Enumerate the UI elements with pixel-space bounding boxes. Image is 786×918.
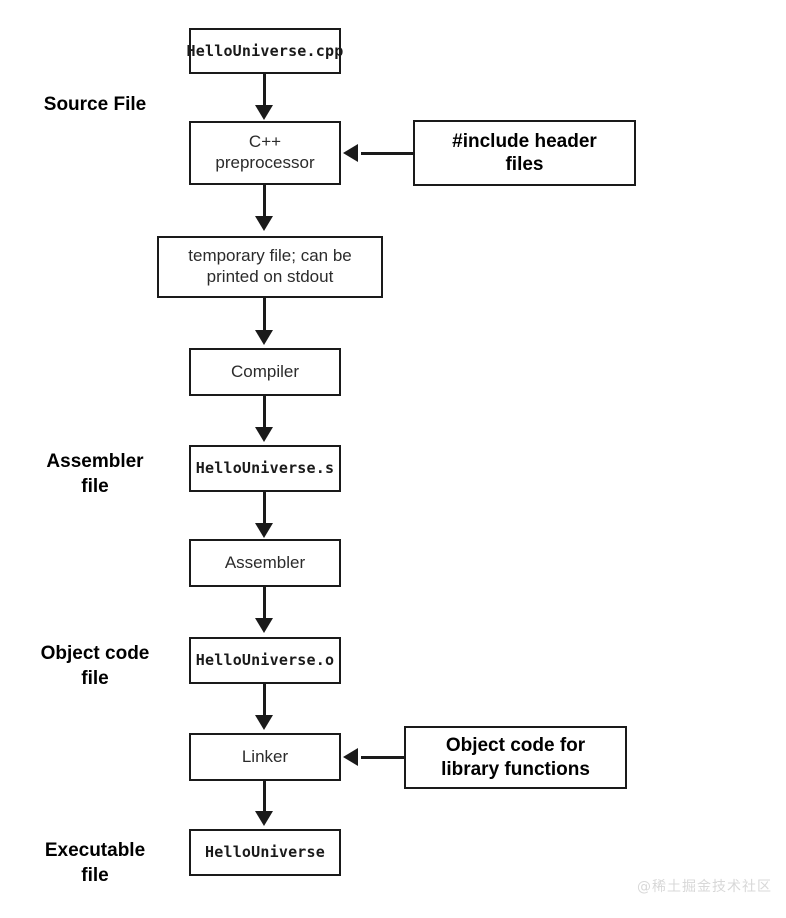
node-linker[interactable]: Linker (189, 733, 341, 781)
node-label: Object code for library functions (441, 735, 590, 780)
edge-temp-to-compiler-line (263, 298, 266, 334)
edge-library-to-linker-line (361, 756, 404, 759)
node-cpp-preprocessor[interactable]: C++ preprocessor (189, 121, 341, 185)
edge-compiler-to-asm-arrow (255, 427, 273, 442)
edge-include-to-preprocessor-line (361, 152, 413, 155)
node-label: Compiler (230, 361, 300, 381)
node-label: Linker (241, 746, 289, 766)
edge-assembler-to-obj-arrow (255, 618, 273, 633)
edge-preprocessor-to-temp-arrow (255, 216, 273, 231)
edge-cpp-to-preprocessor-arrow (255, 105, 273, 120)
node-temporary-file[interactable]: temporary file; can be printed on stdout (157, 236, 383, 298)
edge-assembler-to-obj-line (263, 587, 266, 622)
edge-cpp-to-preprocessor-line (263, 74, 266, 109)
edge-obj-to-linker-line (263, 684, 266, 719)
stage-label-executable-file: Executable file (44, 840, 146, 886)
node-label: temporary file; can be printed on stdout (188, 246, 352, 286)
stage-label-object-code-file: Object code file (40, 643, 150, 689)
edge-preprocessor-to-temp-line (263, 185, 266, 220)
node-compiler[interactable]: Compiler (189, 348, 341, 396)
edge-library-to-linker-arrow (343, 748, 358, 766)
node-hellouniverse-s[interactable]: HelloUniverse.s (189, 445, 341, 492)
node-include-header-files[interactable]: #include header files (413, 120, 636, 186)
edge-linker-to-exe-line (263, 781, 266, 815)
node-label: Assembler (224, 552, 306, 572)
node-object-code-library[interactable]: Object code for library functions (404, 726, 627, 789)
node-hellouniverse-exe[interactable]: HelloUniverse (189, 829, 341, 876)
node-label: HelloUniverse.cpp (186, 41, 344, 60)
node-label: C++ preprocessor (215, 132, 315, 172)
edge-linker-to-exe-arrow (255, 811, 273, 826)
edge-asm-to-assembler-line (263, 492, 266, 527)
node-hellouniverse-o[interactable]: HelloUniverse.o (189, 637, 341, 684)
watermark-text: @稀土掘金技术社区 (637, 879, 772, 895)
stage-label-assembler-file: Assembler file (46, 451, 144, 497)
edge-temp-to-compiler-arrow (255, 330, 273, 345)
stage-label-source-file: Source File (43, 94, 147, 115)
edge-include-to-preprocessor-arrow (343, 144, 358, 162)
node-label: HelloUniverse (205, 843, 325, 862)
node-label: #include header files (452, 130, 597, 175)
node-hellouniverse-cpp[interactable]: HelloUniverse.cpp (186, 28, 344, 74)
node-label: HelloUniverse.o (195, 651, 335, 670)
node-label: HelloUniverse.s (195, 459, 335, 478)
node-assembler[interactable]: Assembler (189, 539, 341, 587)
edge-asm-to-assembler-arrow (255, 523, 273, 538)
edge-obj-to-linker-arrow (255, 715, 273, 730)
edge-compiler-to-asm-line (263, 396, 266, 431)
